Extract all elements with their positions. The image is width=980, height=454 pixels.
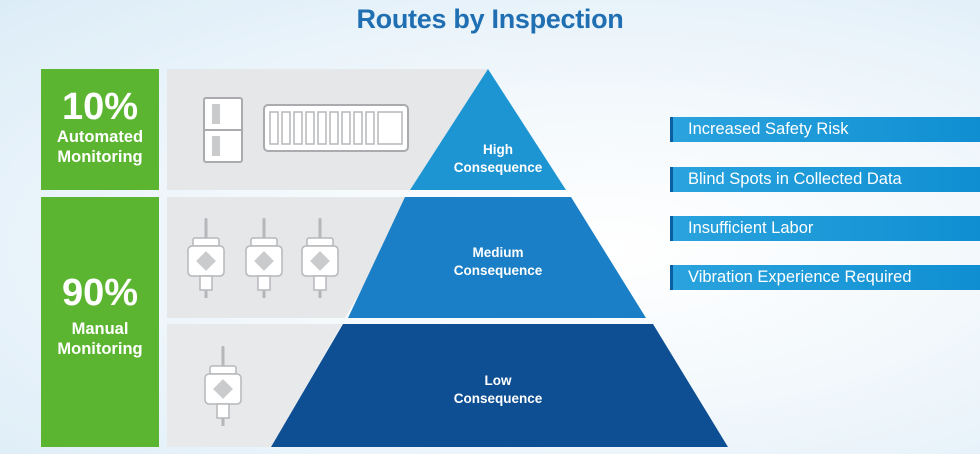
pyramid-label-low: Low Consequence: [418, 372, 578, 408]
pyramid-label-high: High Consequence: [438, 141, 558, 177]
wireless-transmitter-icon: [301, 218, 339, 298]
manual-label-line2: Monitoring: [57, 340, 143, 358]
automated-percent: 10%: [61, 86, 139, 128]
pyramid-tier-high: [410, 69, 566, 190]
pyramid-tier-low: [271, 324, 728, 447]
automated-label-line1: Automated: [56, 128, 144, 146]
manual-band-lower: [167, 324, 342, 447]
pyramid-label-high-line1: High: [483, 142, 513, 157]
pyramid-label-high-line2: Consequence: [453, 160, 543, 175]
manual-percent: 90%: [61, 272, 139, 314]
automated-label-line2: Monitoring: [57, 148, 143, 166]
pyramid-label-medium: Medium Consequence: [428, 244, 568, 280]
pyramid-label-medium-line2: Consequence: [453, 263, 543, 278]
wireless-transmitter-icon: [204, 346, 242, 426]
risk-item-labor: Insufficient Labor: [670, 216, 980, 241]
pyramid-label-low-line1: Low: [484, 373, 512, 388]
risk-item-vibration-experience: Vibration Experience Required: [670, 265, 980, 290]
pyramid-label-low-line2: Consequence: [453, 391, 543, 406]
risk-item-blind-spots: Blind Spots in Collected Data: [670, 167, 980, 192]
manual-band-upper: [167, 197, 414, 318]
wireless-transmitter-icon: [245, 218, 283, 298]
risk-item-safety: Increased Safety Risk: [670, 117, 980, 142]
pyramid-tier-medium: [348, 197, 646, 318]
manual-monitoring-box: 90% Manual Monitoring: [41, 197, 159, 447]
automated-monitoring-system-icon: [203, 97, 409, 163]
pyramid-label-medium-line1: Medium: [472, 245, 524, 260]
automated-monitoring-box: 10% Automated Monitoring: [41, 69, 159, 190]
page-title: Routes by Inspection: [356, 4, 624, 34]
wireless-transmitter-icon: [187, 218, 225, 298]
manual-label-line1: Manual: [71, 320, 129, 338]
